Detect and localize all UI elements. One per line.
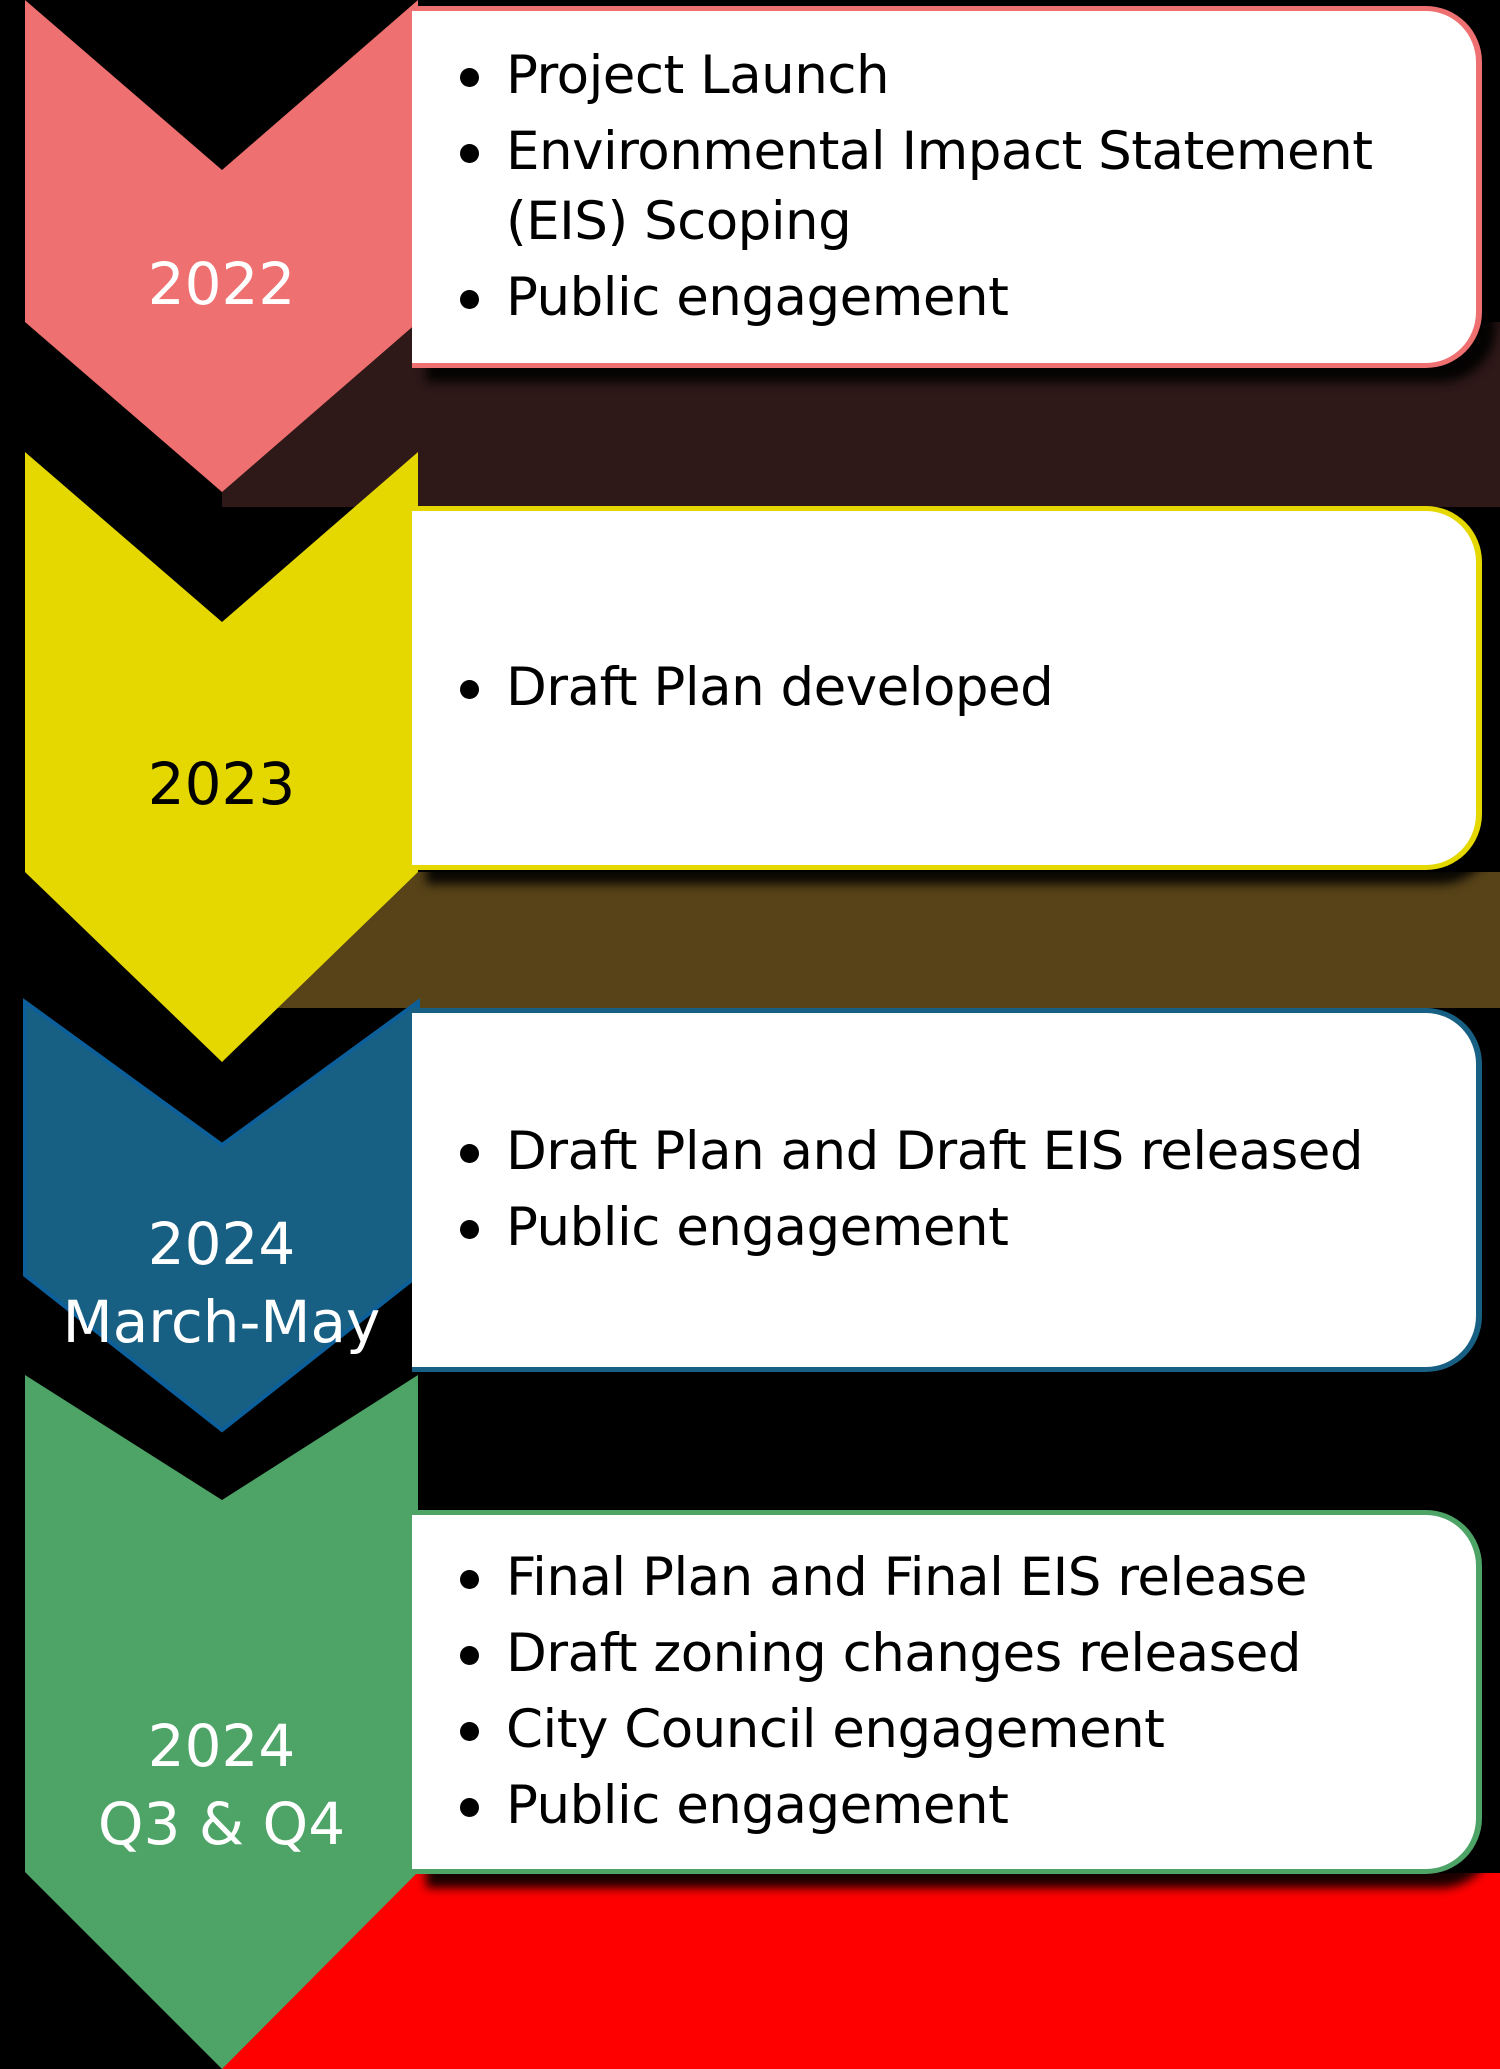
milestone-list: Final Plan and Final EIS release Draft z… — [456, 1537, 1456, 1847]
background-band-red — [222, 1873, 1500, 2069]
phase-card-2023: Draft Plan developed — [412, 506, 1482, 870]
phase-label-line: 2024 — [147, 1210, 296, 1278]
milestone-list: Project Launch Environmental Impact Stat… — [456, 35, 1456, 339]
bullet-icon — [460, 290, 479, 309]
phase-label-line: 2023 — [147, 750, 296, 818]
bullet-icon — [460, 1798, 479, 1817]
chevron-2024-q3-q4 — [25, 1375, 418, 2069]
bullet-icon — [460, 1570, 479, 1589]
phase-card-2024-march-may: Draft Plan and Draft EIS released Public… — [412, 1008, 1482, 1372]
milestone-item: Draft Plan and Draft EIS released — [456, 1117, 1456, 1187]
background-band-olive — [222, 872, 1500, 1008]
milestone-item: Public engagement — [456, 1193, 1456, 1263]
bullet-icon — [460, 680, 479, 699]
chevron-2023 — [25, 452, 418, 1062]
phase-card-2024-q3-q4: Final Plan and Final EIS release Draft z… — [412, 1510, 1482, 1874]
milestone-item: City Council engagement — [456, 1695, 1456, 1765]
milestone-item: Public engagement — [456, 263, 1456, 333]
milestone-item: Public engagement — [456, 1771, 1456, 1841]
milestone-item: Environmental Impact Statement (EIS) Sco… — [456, 117, 1456, 257]
milestone-item: Project Launch — [456, 41, 1456, 111]
bullet-icon — [460, 144, 479, 163]
phase-label-line: 2024 — [147, 1712, 296, 1780]
phase-label-line: 2022 — [147, 250, 296, 318]
bullet-icon — [460, 1646, 479, 1665]
phase-card-2022: Project Launch Environmental Impact Stat… — [412, 6, 1482, 368]
phase-label-2024-q3-q4: 2024 Q3 & Q4 — [25, 1707, 418, 1863]
chevron-2022 — [25, 0, 418, 492]
phase-label-2024-march-may: 2024 March-May — [25, 1205, 418, 1361]
bullet-icon — [460, 68, 479, 87]
bullet-icon — [460, 1220, 479, 1239]
bullet-icon — [460, 1722, 479, 1741]
milestone-item: Draft Plan developed — [456, 653, 1456, 723]
milestone-list: Draft Plan developed — [456, 647, 1456, 729]
milestone-item: Draft zoning changes released — [456, 1619, 1456, 1689]
phase-label-line: March-May — [62, 1288, 381, 1356]
phase-label-2023: 2023 — [25, 745, 418, 823]
milestone-item: Final Plan and Final EIS release — [456, 1543, 1456, 1613]
phase-label-2022: 2022 — [25, 245, 418, 323]
milestone-list: Draft Plan and Draft EIS released Public… — [456, 1111, 1456, 1269]
phase-label-line: Q3 & Q4 — [97, 1790, 346, 1858]
bullet-icon — [460, 1144, 479, 1163]
